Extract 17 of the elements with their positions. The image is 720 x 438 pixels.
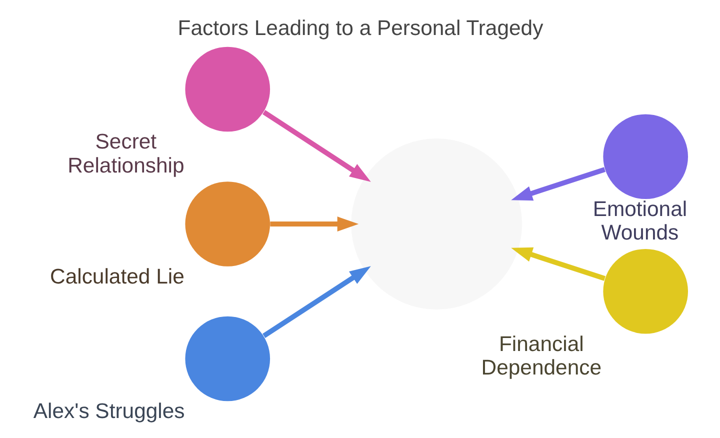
node-label: Secret Relationship — [67, 130, 184, 178]
node-label: Alex's Struggles — [32, 400, 184, 424]
arrow — [262, 266, 370, 338]
node-label: Financial Dependence — [480, 332, 602, 380]
node-circle — [184, 316, 270, 402]
node-circle — [602, 248, 688, 334]
node-label: Emotional Wounds — [592, 198, 687, 245]
arrow — [510, 247, 606, 281]
node-circle — [184, 182, 270, 266]
diagram-title: Factors Leading to a Personal Tragedy — [177, 17, 543, 40]
arrow — [262, 110, 370, 182]
arrow — [510, 167, 606, 201]
node-circle — [184, 46, 270, 132]
node-label: Calculated Lie — [50, 265, 184, 288]
node-circle — [602, 114, 688, 200]
arrow — [270, 216, 358, 232]
node-circle — [350, 138, 522, 310]
